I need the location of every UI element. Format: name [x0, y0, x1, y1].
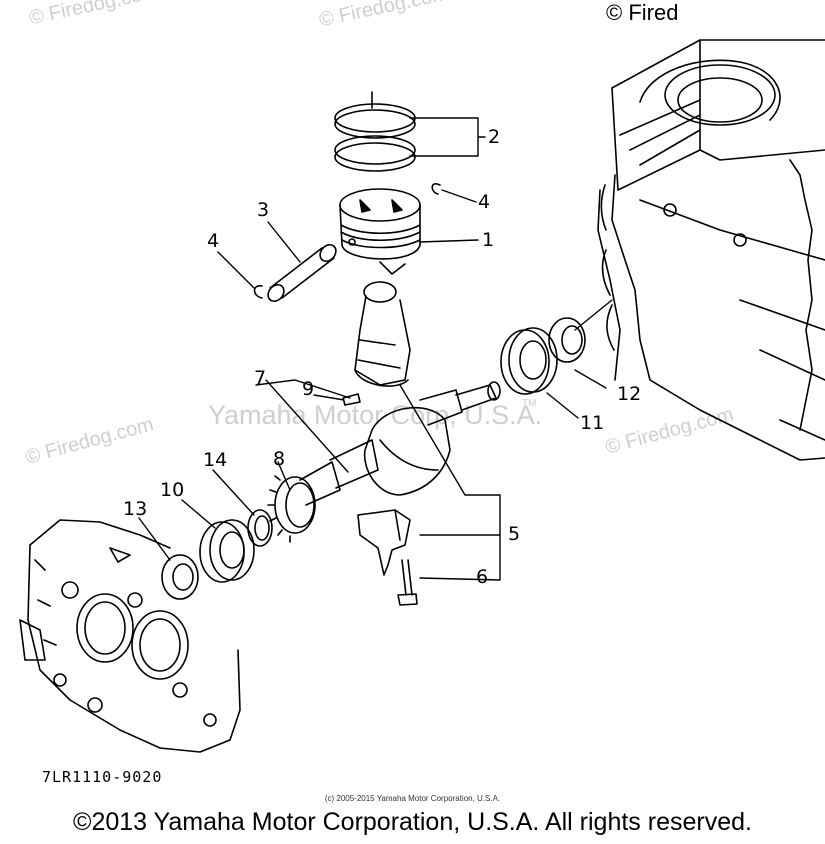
piston-pin-drawing: [267, 243, 337, 303]
oil-seal-left-drawing: [161, 554, 199, 600]
piston-drawing: [339, 188, 421, 275]
callout-7: 7: [254, 367, 267, 389]
callout-6: 6: [476, 566, 489, 588]
cylinder-block-drawing: [597, 39, 825, 461]
callout-8: 8: [273, 448, 286, 470]
callout-12: 12: [617, 383, 642, 405]
watermark-tm: TM: [522, 398, 537, 409]
clip-left-drawing: [253, 285, 263, 299]
piston-rings-drawing: [334, 91, 416, 172]
callout-2: 2: [488, 126, 501, 148]
rod-cap-drawing: [357, 509, 411, 576]
callout-10: 10: [160, 479, 185, 501]
key-drawing: [342, 393, 361, 406]
drive-gear-drawing: [267, 475, 316, 543]
callout-9: 9: [302, 378, 315, 400]
callout-1: 1: [482, 229, 495, 251]
diagram-code: 7LR1110-9020: [42, 768, 163, 786]
crankcase-drawing: [19, 519, 241, 753]
small-copyright: (c) 2005-2015 Yamaha Motor Corporation, …: [324, 794, 501, 803]
callout-14: 14: [203, 449, 228, 471]
callout-3: 3: [257, 199, 270, 221]
leader-lines: [138, 117, 613, 581]
washer-drawing: [247, 509, 273, 547]
corner-copyright: © Fired: [606, 0, 679, 25]
callout-11: 11: [580, 412, 605, 434]
footer-copyright: ©2013 Yamaha Motor Corporation, U.S.A. A…: [73, 808, 752, 836]
bearing-right-drawing: [500, 327, 558, 395]
oil-seal-right-drawing: [548, 317, 586, 363]
cap-bolt-drawing: [397, 559, 418, 606]
callout-4-right: 4: [478, 191, 491, 213]
callout-4-left: 4: [207, 230, 220, 252]
bearing-left-drawing: [199, 519, 255, 583]
connecting-rod-drawing: [354, 281, 411, 387]
crankshaft-drawing: [299, 381, 501, 506]
clip-right-drawing: [431, 183, 441, 195]
callout-13: 13: [123, 498, 148, 520]
callout-5: 5: [508, 523, 521, 545]
